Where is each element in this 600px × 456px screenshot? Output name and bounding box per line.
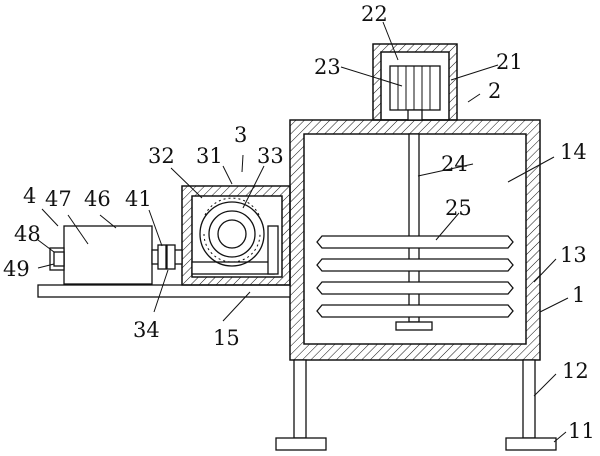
label-48: 48 bbox=[14, 222, 41, 246]
label-12: 12 bbox=[562, 359, 589, 383]
leader-lines bbox=[37, 21, 569, 443]
label-1: 1 bbox=[572, 283, 585, 307]
label-13: 13 bbox=[560, 243, 587, 267]
label-11: 11 bbox=[568, 419, 595, 443]
stirring-shaft bbox=[395, 133, 433, 331]
label-22: 22 bbox=[361, 2, 388, 26]
reference-labels: 22 23 21 2 24 14 25 13 1 12 11 15 3 31 3… bbox=[3, 2, 595, 443]
label-3: 3 bbox=[234, 123, 247, 147]
drive-motor bbox=[63, 225, 153, 285]
label-31: 31 bbox=[196, 144, 223, 168]
label-14: 14 bbox=[560, 140, 587, 164]
label-25: 25 bbox=[445, 196, 472, 220]
label-41: 41 bbox=[125, 187, 152, 211]
top-motor bbox=[389, 65, 441, 121]
label-46: 46 bbox=[84, 187, 111, 211]
legs bbox=[275, 359, 557, 451]
label-34: 34 bbox=[133, 318, 160, 342]
label-23: 23 bbox=[314, 55, 341, 79]
label-15: 15 bbox=[213, 326, 240, 350]
label-32: 32 bbox=[148, 144, 175, 168]
platform bbox=[37, 284, 291, 298]
label-49: 49 bbox=[3, 257, 30, 281]
label-33: 33 bbox=[257, 144, 284, 168]
motor-rear-mount bbox=[49, 247, 65, 271]
label-2: 2 bbox=[488, 79, 501, 103]
grinder-rotor bbox=[191, 197, 279, 275]
label-4: 4 bbox=[23, 184, 36, 208]
label-21: 21 bbox=[496, 50, 523, 74]
stirring-blades bbox=[316, 235, 514, 318]
label-24: 24 bbox=[441, 152, 468, 176]
label-47: 47 bbox=[45, 187, 72, 211]
coupling bbox=[151, 244, 183, 270]
